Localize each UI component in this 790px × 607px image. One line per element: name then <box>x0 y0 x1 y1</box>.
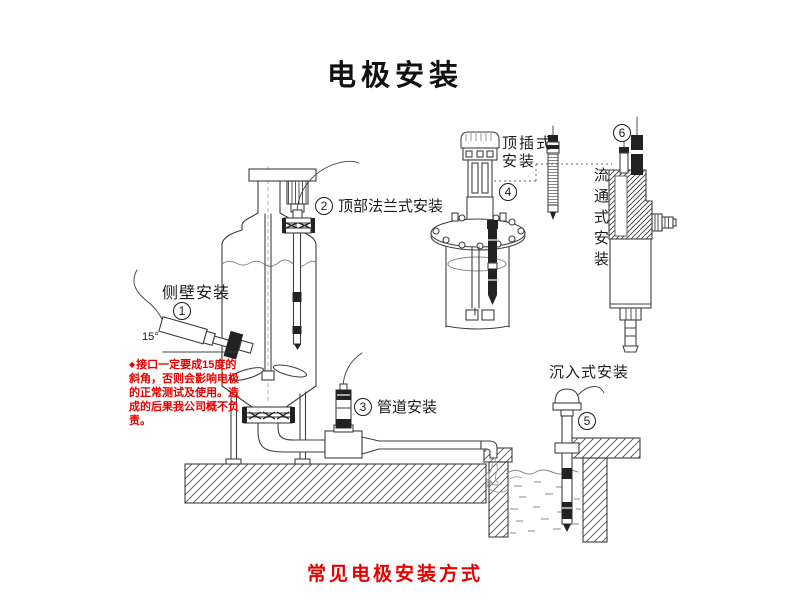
top-insert-assembly <box>430 131 612 330</box>
water-dashes <box>510 481 581 534</box>
flow-cell-body <box>609 238 652 309</box>
water-stream <box>488 458 493 484</box>
agitator-blade <box>272 364 308 378</box>
reference-electrode <box>546 125 560 220</box>
pipe-tee-fitting <box>324 430 363 459</box>
top-flange-electrode <box>282 160 360 350</box>
bottom-flange <box>242 406 295 424</box>
pit-right-wall <box>582 457 608 543</box>
water-basin <box>485 469 581 534</box>
label-top-flange: 2 顶部法兰式安装 <box>315 195 443 216</box>
angle-annotation: 15° <box>142 331 159 343</box>
vessel-liquid-line <box>447 256 507 272</box>
submersion-electrode <box>552 386 605 532</box>
side-wall-electrode <box>133 269 254 360</box>
warning-bullet-icon: ◆ <box>129 360 136 369</box>
number-side-wall: 1 <box>173 302 191 320</box>
label-pipeline: 3 管道安装 <box>354 396 437 417</box>
ground <box>184 437 641 543</box>
pipe-outlet <box>480 440 498 459</box>
tank-leg-foot <box>225 458 242 465</box>
label-submersion: 沉入式安装 <box>549 364 630 381</box>
label-side-wall: 侧壁安装 <box>162 285 231 302</box>
reaction-tank <box>221 166 317 465</box>
electrode-cable <box>576 386 605 397</box>
flange-bolts <box>432 212 525 250</box>
inserted-electrode <box>487 220 498 305</box>
pipeline-electrode <box>335 352 363 429</box>
flow-cell <box>608 116 677 353</box>
leader-dotted-line <box>494 163 612 182</box>
page-title: 电极安装 <box>326 60 463 92</box>
bottom-caption: 常见电极安装方式 <box>306 564 483 585</box>
number-submersion: 5 <box>578 412 596 430</box>
flow-cell-probe <box>619 152 629 174</box>
flow-cell-electrode <box>631 135 643 175</box>
tank-leg-foot <box>294 458 311 465</box>
water-stream <box>494 458 499 484</box>
label-top-insert-line1: 顶插式 <box>502 135 554 152</box>
warning-note: ◆接口一定要成15度的斜角，否则会影响电极的正常测试及使用。造成的后果我公司概不… <box>129 358 245 428</box>
pit-left-wall-cap <box>483 447 513 463</box>
electrode-cable <box>296 160 360 213</box>
warning-text: 接口一定要成15度的斜角，否则会影响电极的正常测试及使用。造成的后果我公司概不负… <box>129 359 239 427</box>
electrode-cable <box>133 269 164 322</box>
number-flow-through: 6 <box>613 124 631 142</box>
number-top-flange: 2 <box>315 196 333 215</box>
agitator-blade <box>230 367 264 381</box>
mount-clamp <box>554 442 580 454</box>
number-pipeline: 3 <box>354 397 372 416</box>
label-flow-through: 流通式安装 <box>592 167 609 272</box>
liquid-level-line <box>221 259 317 267</box>
agitator-motor <box>286 180 309 205</box>
number-top-insert: 4 <box>499 183 517 201</box>
pit-left-wall <box>488 461 509 538</box>
side-pipe-nipple <box>651 213 677 232</box>
label-top-insert-line2: 安装 <box>502 153 537 170</box>
tank-cap-plate <box>248 168 317 182</box>
